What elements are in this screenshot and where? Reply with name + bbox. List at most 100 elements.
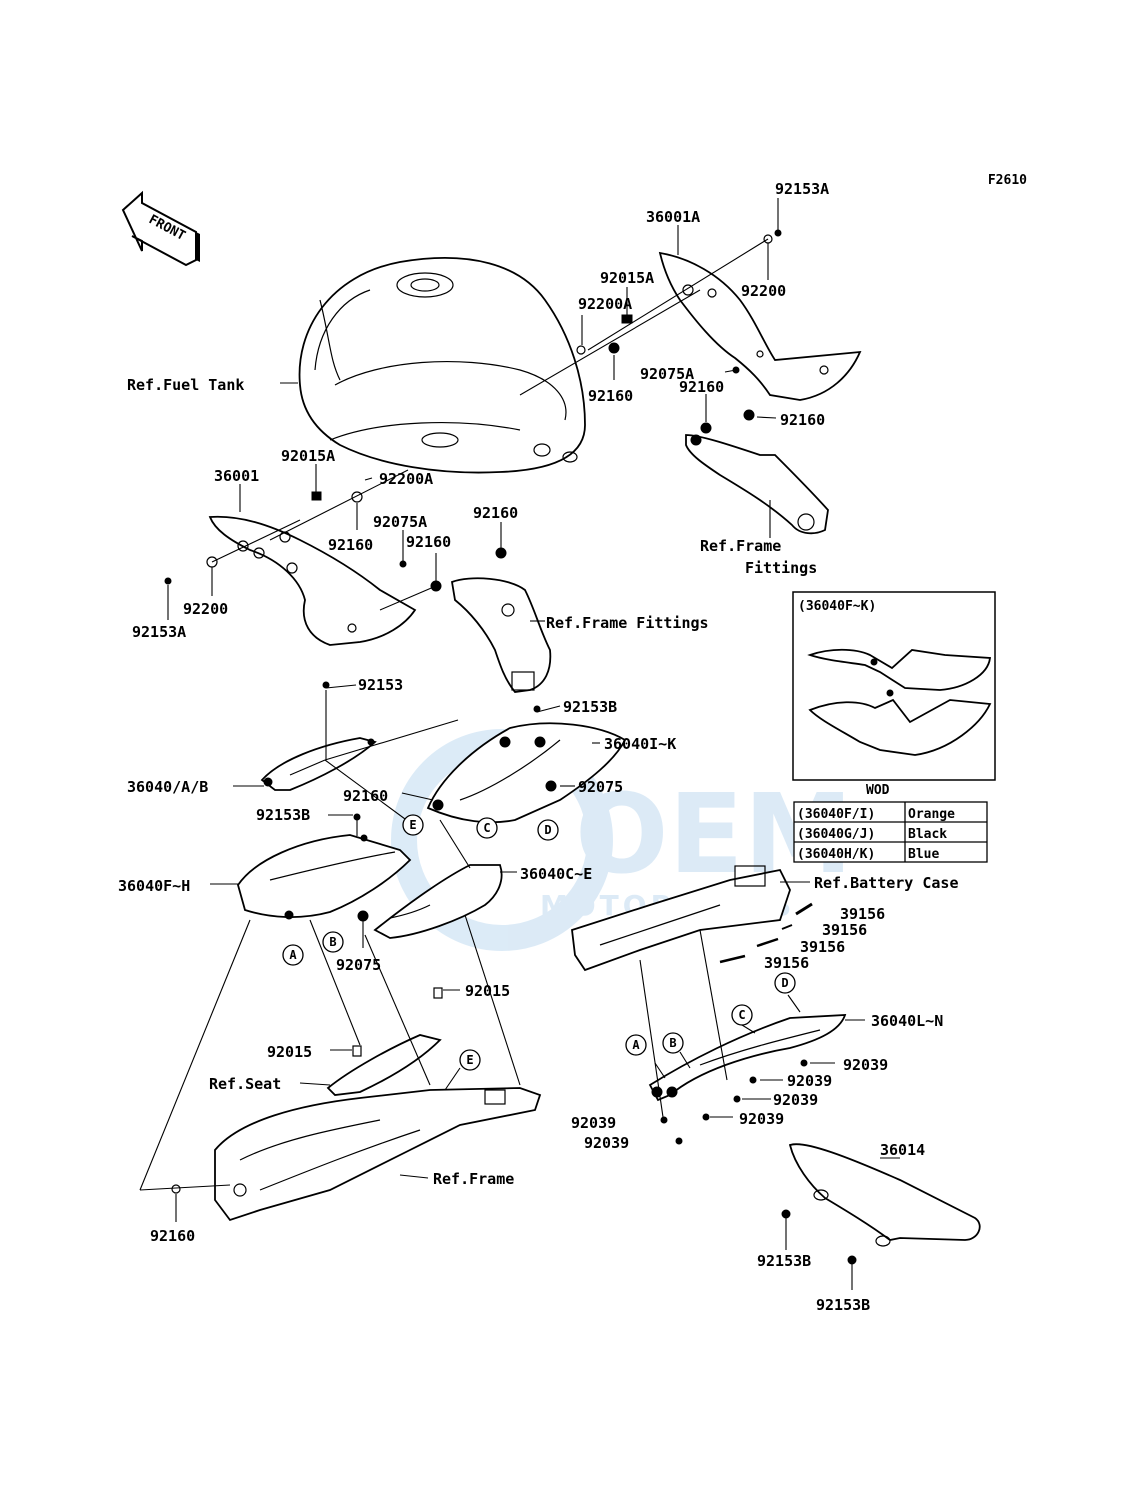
wod-row-2-code: (36040G/J) <box>797 827 875 842</box>
frame-fitting-mid <box>450 577 552 693</box>
label-92039-b: 92039 <box>787 1072 832 1090</box>
label-92160-c: 92160 <box>780 411 825 429</box>
marker-d-right <box>774 972 796 994</box>
cowl-lower-36040CE <box>373 864 503 939</box>
marker-e-left <box>402 814 424 836</box>
marker-a-right <box>625 1034 647 1056</box>
label-92200A-left: 92200A <box>379 470 433 488</box>
wod-row-1-code: (36040F/I) <box>797 807 875 822</box>
label-92075A-left: 92075A <box>373 513 427 531</box>
label-39156-b: 39156 <box>822 921 867 939</box>
wod-row-2-color: Black <box>908 827 947 842</box>
wod-table-header: WOD <box>866 783 890 798</box>
label-92153B-a: 92153B <box>563 698 617 716</box>
marker-b-right-label: B <box>669 1036 676 1050</box>
marker-c-right <box>731 1004 753 1026</box>
front-arrow-icon: FRONT <box>121 190 200 267</box>
label-92160-a: 92160 <box>588 387 633 405</box>
marker-a-left <box>282 944 304 966</box>
label-92153: 92153 <box>358 676 403 694</box>
label-92015-a: 92015 <box>465 982 510 1000</box>
label-36001: 36001 <box>214 467 259 485</box>
marker-b-right <box>662 1032 684 1054</box>
fuel-tank <box>298 257 586 474</box>
label-92039-c: 92039 <box>773 1091 818 1109</box>
cover-36040AB <box>260 737 377 791</box>
inset-title: (36040F~K) <box>798 599 876 614</box>
label-36040IK: 36040I~K <box>604 735 676 753</box>
marker-e-left-label: E <box>409 818 416 832</box>
label-92039-d: 92039 <box>739 1110 784 1128</box>
marker-b-left <box>322 931 344 953</box>
side-cover-36001A <box>658 251 862 401</box>
label-39156-c: 39156 <box>800 938 845 956</box>
label-36040AB: 36040/A/B <box>127 778 208 796</box>
marker-d-right-label: D <box>781 976 788 990</box>
rear-frame <box>214 1087 542 1222</box>
label-92153A-top: 92153A <box>775 180 829 198</box>
label-36040FH: 36040F~H <box>118 877 190 895</box>
label-ref-seat: Ref.Seat <box>209 1075 281 1093</box>
chain-cover-36014 <box>788 1143 981 1247</box>
marker-c-right-label: C <box>738 1008 745 1022</box>
label-92160-e: 92160 <box>328 536 373 554</box>
label-ref-frame-fittings-top-1: Ref.Frame <box>700 537 781 555</box>
marker-c-left-label: C <box>483 821 490 835</box>
label-92200-top: 92200 <box>741 282 786 300</box>
label-92075-a: 92075 <box>578 778 623 796</box>
figure-code: F2610 <box>988 173 1027 188</box>
label-92160-d: 92160 <box>473 504 518 522</box>
marker-c-left <box>476 817 498 839</box>
label-36001A: 36001A <box>646 208 700 226</box>
label-92039-f: 92039 <box>584 1134 629 1152</box>
label-92075-b: 92075 <box>336 956 381 974</box>
label-92039-e: 92039 <box>571 1114 616 1132</box>
label-39156-a: 39156 <box>840 905 885 923</box>
label-92160-h: 92160 <box>150 1227 195 1245</box>
label-39156-d: 39156 <box>764 954 809 972</box>
marker-b-left-label: B <box>329 935 336 949</box>
marker-d-left-label: D <box>544 823 551 837</box>
battery-case <box>571 865 791 972</box>
wod-row-1-color: Orange <box>908 807 955 822</box>
label-92153A-left: 92153A <box>132 623 186 641</box>
marker-e-right-label: E <box>466 1053 473 1067</box>
wod-row-3-code: (36040H/K) <box>797 847 875 862</box>
wod-row-3-color: Blue <box>908 847 939 862</box>
label-92153B-c: 92153B <box>757 1252 811 1270</box>
seat-bracket <box>326 1034 442 1096</box>
label-ref-frame-fittings-top-2: Fittings <box>745 559 817 577</box>
label-92160-f: 92160 <box>406 533 451 551</box>
label-92153B-b: 92153B <box>256 806 310 824</box>
marker-e-right <box>459 1049 481 1071</box>
label-ref-frame: Ref.Frame <box>433 1170 514 1188</box>
marker-d-left <box>537 819 559 841</box>
label-92015A-top: 92015A <box>600 269 654 287</box>
frame-fitting-top <box>685 434 829 535</box>
label-36040CE: 36040C~E <box>520 865 592 883</box>
marker-a-right-label: A <box>632 1038 640 1052</box>
marker-a-left-label: A <box>289 948 297 962</box>
wod-table: WOD (36040F/I) Orange (36040G/J) Black (… <box>793 783 988 863</box>
label-92200-left: 92200 <box>183 600 228 618</box>
label-92075A-top: 92075A <box>640 365 694 383</box>
side-cover-36040FH <box>237 834 412 920</box>
label-ref-fuel-tank: Ref.Fuel Tank <box>127 376 244 394</box>
label-92160-b: 92160 <box>679 378 724 396</box>
label-ref-battery-case: Ref.Battery Case <box>814 874 959 892</box>
label-92039-a: 92039 <box>843 1056 888 1074</box>
circle-markers: A B C D E A B C D E <box>282 814 796 1071</box>
label-92153B-d: 92153B <box>816 1296 870 1314</box>
label-92015-b: 92015 <box>267 1043 312 1061</box>
label-92160-g: 92160 <box>343 787 388 805</box>
side-cover-36001 <box>208 515 417 646</box>
label-92015A-left: 92015A <box>281 447 335 465</box>
label-ref-frame-fittings-mid: Ref.Frame Fittings <box>546 614 709 632</box>
label-36040LN: 36040L~N <box>871 1012 943 1030</box>
leader-lines <box>139 198 900 1290</box>
label-92200A-top: 92200A <box>578 295 632 313</box>
callout-labels: 92153A 36001A 92015A 92200A 92200 92075A… <box>118 180 959 1314</box>
label-36014: 36014 <box>880 1141 925 1159</box>
